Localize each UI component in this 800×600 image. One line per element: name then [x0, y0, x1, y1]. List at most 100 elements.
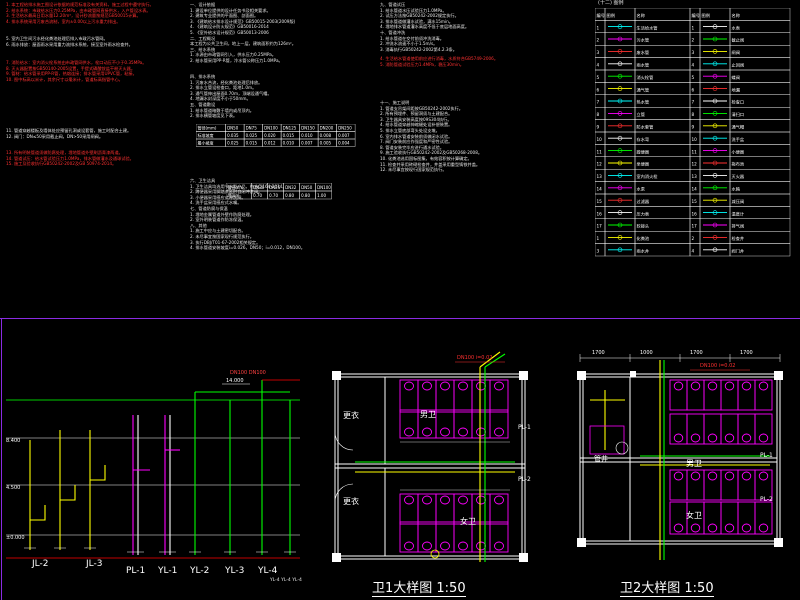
toilet-fixture [673, 381, 684, 391]
toilet-stall [737, 501, 756, 535]
legend-symbol [617, 73, 623, 79]
toilet-fixture [440, 541, 450, 551]
table-cell-text: 0.004 [338, 141, 350, 146]
toilet-fixture [690, 471, 701, 481]
legend-cell-text: 压力表 [637, 210, 650, 217]
toilet-fixture [404, 427, 414, 437]
legend-symbol [617, 185, 623, 191]
legend-cell-text: 拖布池 [732, 161, 745, 168]
plan-2-dim-2: 1000 [640, 350, 653, 356]
table-cell-text: 0.025 [246, 133, 258, 138]
legend-cell-text: 7 [692, 100, 695, 105]
legend-cell-text: 3 [692, 50, 695, 55]
table-cell-text: DN250 [338, 126, 352, 131]
riser-note: YL-4 YL-4 YL-4 [270, 578, 302, 583]
table-cell [336, 138, 356, 147]
legend-cell-text: 3 [597, 249, 600, 254]
table-cell-text: 管径(mm) [198, 125, 217, 131]
legend-cell-text: 水箱 [732, 186, 740, 193]
toilet-stall [669, 379, 688, 411]
toilet-stall [399, 493, 419, 525]
toilet-fixture [422, 381, 432, 391]
plan-1-room-male: 男卫 [420, 410, 436, 419]
svg-text:DN100 i=0.02: DN100 i=0.02 [457, 355, 492, 361]
toilet-stall [453, 379, 473, 413]
table-cell-text: 管径mm [228, 184, 244, 190]
riser-label-pl1: PL-1 [126, 566, 146, 576]
toilet-stall [417, 493, 437, 525]
toilet-fixture [758, 471, 769, 481]
table-cell-text: 0.035 [227, 133, 239, 138]
toilet-fixture [690, 523, 701, 533]
table-cell-text: 0.025 [227, 141, 239, 146]
plan-2-room-male: 男卫 [686, 459, 702, 468]
toilet-stall [686, 379, 705, 411]
legend-symbol [617, 123, 623, 129]
table-cell-text: DN125 [283, 126, 297, 131]
legend-cell-text: 热水管 [637, 99, 650, 106]
legend-cell [729, 243, 791, 257]
toilet-fixture [422, 495, 432, 505]
toilet-fixture [404, 495, 414, 505]
toilet-fixture [476, 427, 486, 437]
legend-cell-text: 软接头 [637, 223, 650, 230]
legend-cell-text: 17 [597, 224, 603, 229]
drawing-frame-left [1, 318, 2, 600]
toilet-fixture [707, 381, 718, 391]
legend-cell-text: 消火栓管 [637, 74, 654, 81]
legend-cell-text: 17 [692, 224, 698, 229]
legend-cell-text: 3 [597, 50, 600, 55]
legend-symbol [712, 123, 718, 129]
table-cell-text: 1.00 [317, 193, 326, 198]
table-cell-text: DN100 [317, 185, 331, 190]
riser-label-yl3: YL-3 [225, 566, 245, 576]
toilet-stall [737, 379, 756, 411]
plan-2-room-shaft: 管井 [594, 455, 608, 463]
plan-1-riser-pl2: PL-2 [518, 476, 531, 483]
svg-text:14.000: 14.000 [226, 378, 244, 384]
legend-cell-text: 2 [597, 38, 600, 43]
legend-cell-text: 4 [692, 249, 695, 254]
legend-symbol [712, 98, 718, 104]
legend-cell-text: 1 [597, 25, 600, 30]
table-cell-text: 0.007 [338, 133, 350, 138]
toilet-stall [669, 413, 688, 445]
legend-cell-text: 截止阀 [732, 37, 745, 44]
notes-column-3-red: 4. 生活给水管道使用前应进行消毒，水质符合GB5749-2006。 5. 消防… [380, 56, 499, 67]
legend-cell-text: 14 [692, 187, 698, 192]
toilet-fixture [458, 495, 468, 505]
toilet-fixture [673, 433, 684, 443]
legend-cell-text: 水泵 [637, 186, 645, 192]
table-cell [315, 190, 332, 200]
toilet-fixture [758, 433, 769, 443]
legend-symbol [617, 61, 623, 67]
riser-label-yl1: YL-1 [158, 566, 178, 576]
table-cell-text: 0.015 [246, 141, 258, 146]
legend-cell-text: 室内消火栓 [637, 173, 659, 180]
table-cell-text: 0.010 [283, 141, 295, 146]
legend-symbol [712, 160, 718, 166]
legend-cell-text: 16 [597, 211, 603, 216]
legend-cell-text: 雨水管 [637, 62, 650, 69]
plan-2-riser-pl1: PL-1 [760, 452, 773, 459]
legend-cell-text: 蝶阀 [732, 74, 740, 81]
legend-cell-text: 名称 [637, 12, 645, 19]
legend-cell-text: 1 [597, 236, 600, 241]
toilet-fixture [494, 541, 504, 551]
legend-cell-text: 蹲便器 [637, 148, 650, 155]
legend-cell-text: 坐便器 [637, 161, 650, 168]
notes-column-1-red-c: 13. 所有明装管道须做防腐处理，埋地管道外壁刷沥青漆两道。 14. 管道试压：… [6, 150, 134, 167]
table-cell-text: DN150 [301, 126, 315, 131]
toilet-fixture [673, 523, 684, 533]
toilet-stall [703, 379, 722, 411]
toilet-fixture [724, 471, 735, 481]
riser-label-yl2: YL-2 [190, 566, 210, 576]
legend-symbol [712, 135, 718, 141]
legend-symbol [617, 197, 623, 203]
legend-symbol [712, 185, 718, 191]
legend-cell-text: 6 [597, 87, 600, 92]
legend-symbol [712, 61, 718, 67]
toilet-fixture [741, 381, 752, 391]
legend-cell-text: 图例 [702, 12, 710, 19]
toilet-fixture [741, 523, 752, 533]
